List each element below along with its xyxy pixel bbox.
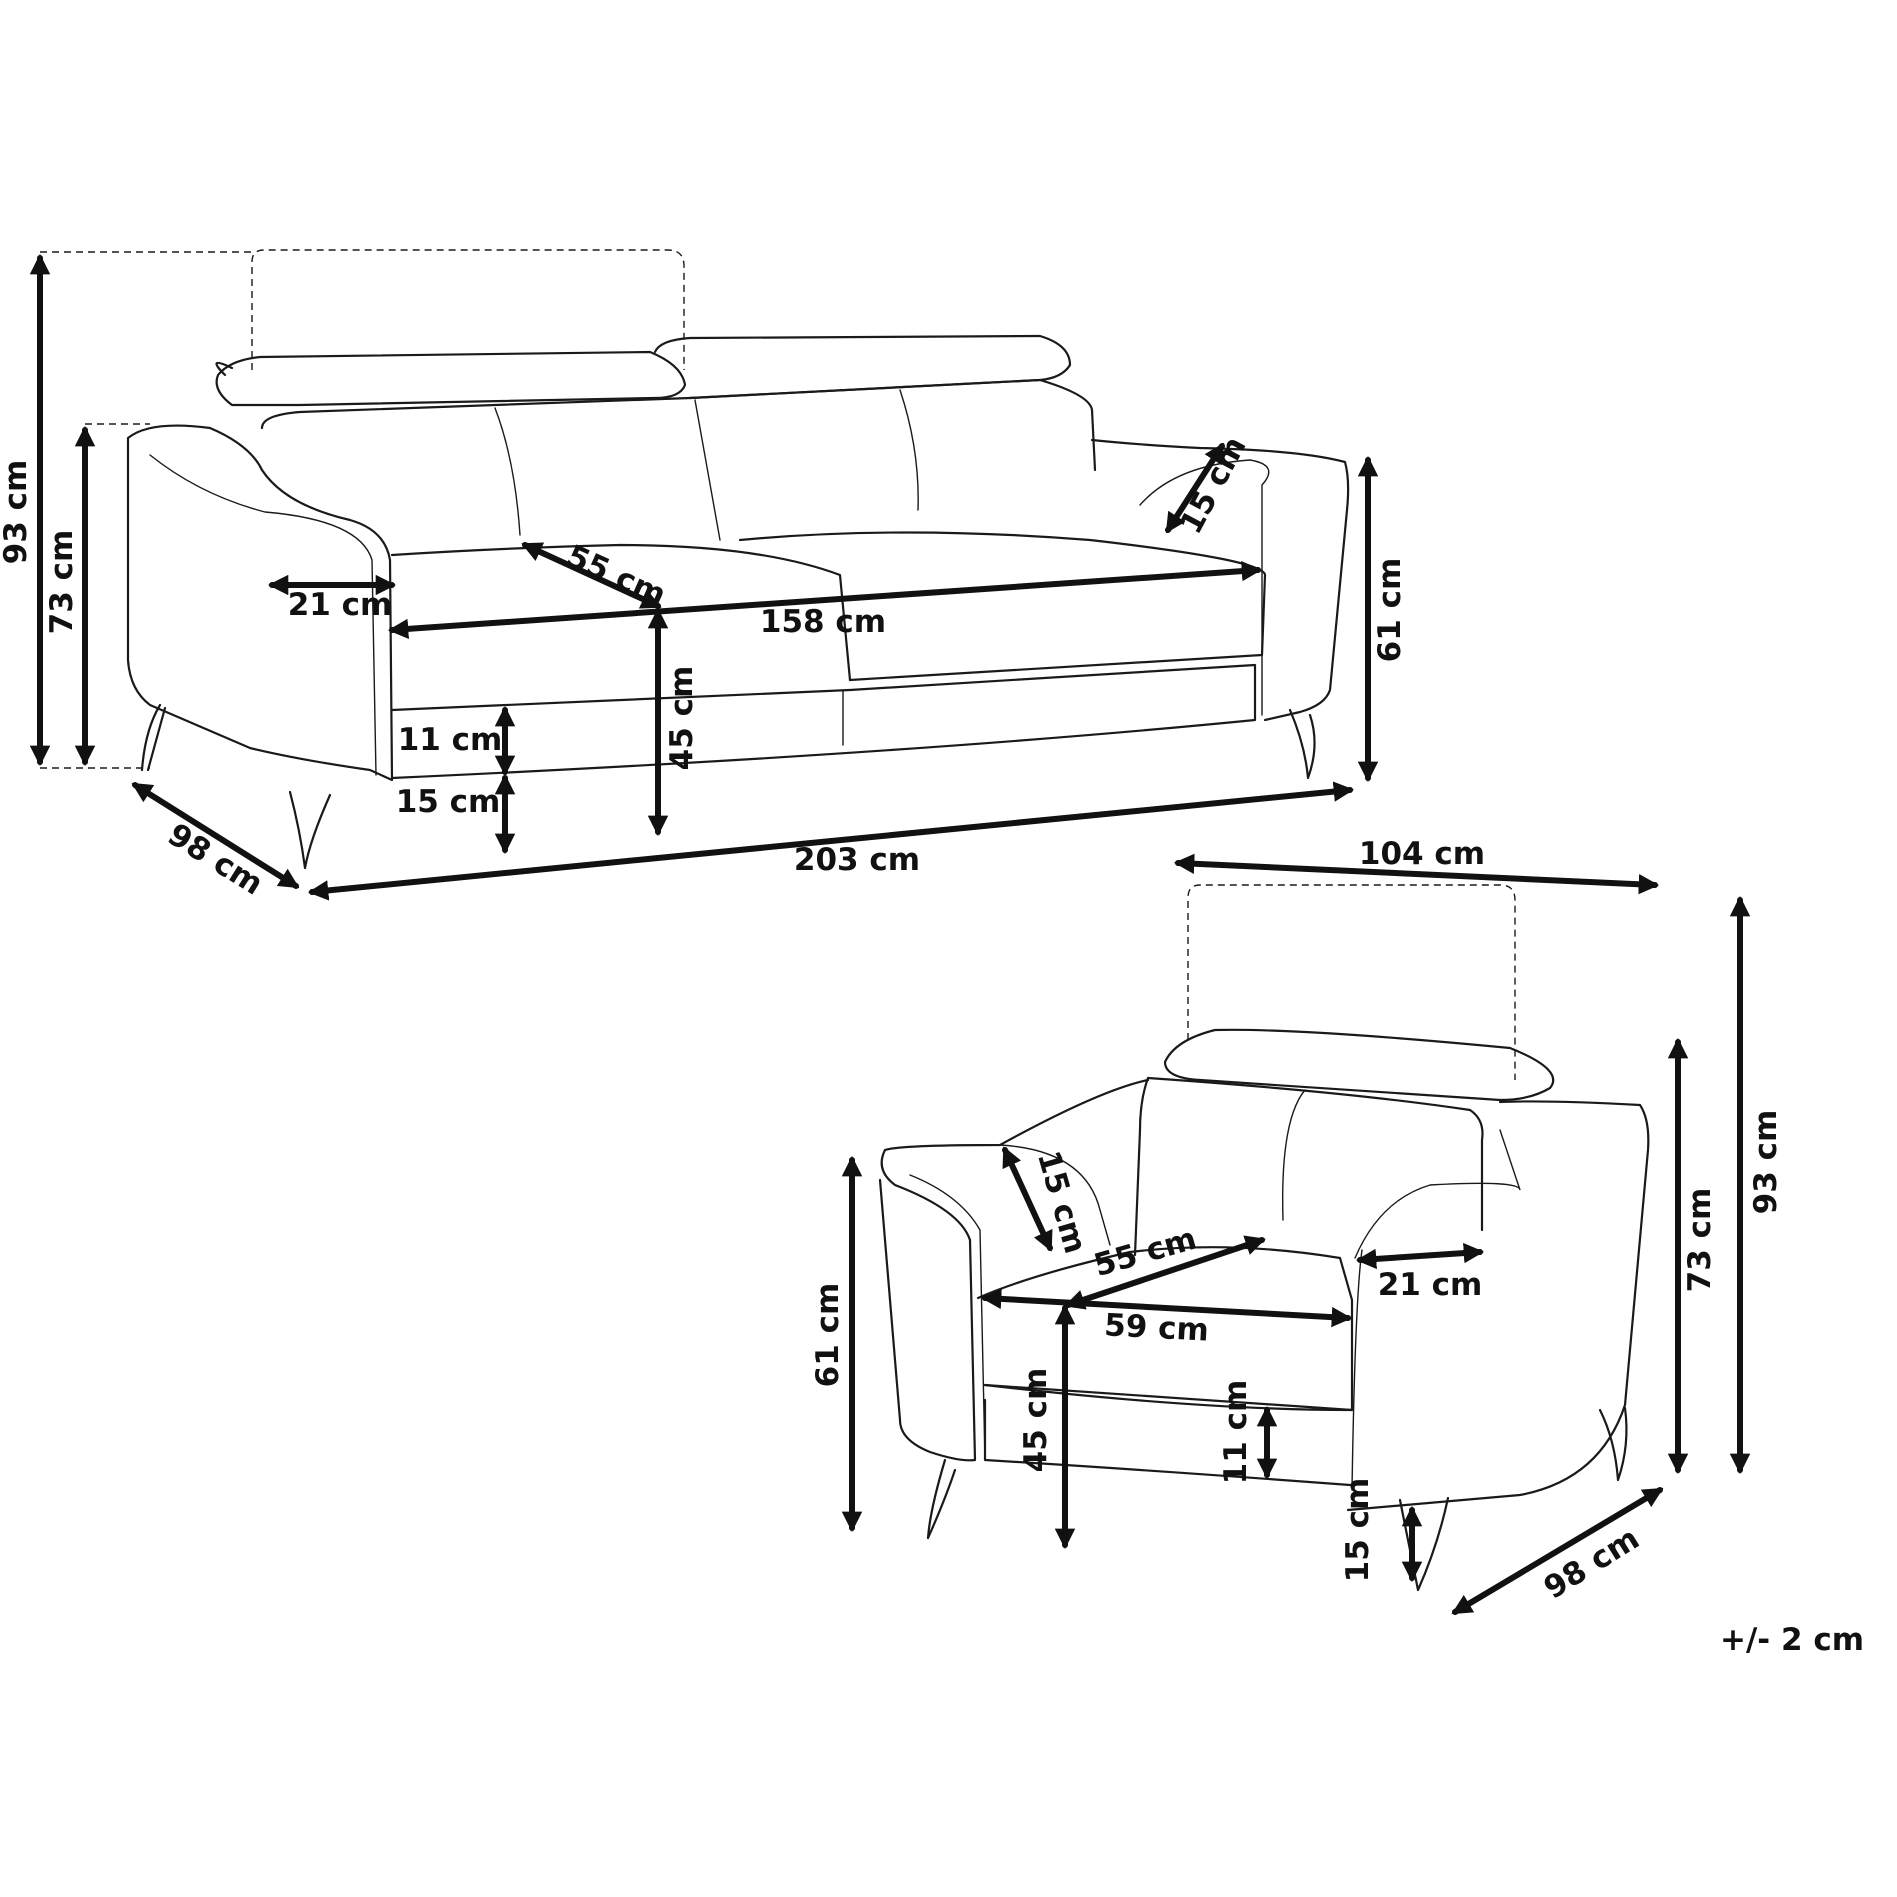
armchair-total-width-label: 104 cm — [1359, 836, 1485, 872]
sofa-leg-front-right — [1288, 708, 1316, 780]
armchair-raised-headrest-outline — [1187, 884, 1516, 1080]
tolerance-note: +/- 2 cm — [1720, 1622, 1864, 1658]
armchair-leg-front-left — [926, 1458, 957, 1540]
armchair-armrest-thickness-label: 15 cm — [1030, 1147, 1093, 1257]
armchair-labels: 104 cm 93 cm 73 cm 61 cm 15 cm 55 cm 21 … — [810, 836, 1784, 1607]
sofa-backrest — [260, 378, 1097, 472]
armchair-dimensions — [841, 853, 1751, 1615]
sofa-seat-height-label: 45 cm — [664, 666, 700, 771]
armchair-seat-width-arrow — [980, 1288, 1353, 1328]
sofa-right-arm — [1090, 438, 1350, 722]
sofa-left-arm — [126, 424, 394, 782]
armchair-armrest-width-label: 21 cm — [1378, 1267, 1483, 1303]
sofa-back-seam-2 — [694, 399, 721, 541]
sofa-seat-width-arrow — [387, 560, 1263, 640]
sofa-seat-depth-label: 55 cm — [561, 538, 671, 613]
armchair-base — [983, 1383, 1354, 1487]
sofa-leg-back-left — [140, 703, 167, 772]
armchair-right-arm-inner — [1351, 1129, 1521, 1491]
armchair-total-height-label: 93 cm — [1748, 1110, 1784, 1215]
armchair-right-arm — [1346, 1100, 1650, 1512]
sofa-armrest-thickness-arrow — [1165, 442, 1225, 534]
armchair-headrest — [1163, 1028, 1555, 1102]
sofa-seat-width-label: 158 cm — [760, 604, 886, 640]
armchair-base-height-label: 11 cm — [1218, 1380, 1254, 1485]
sofa-left-arm-inner — [149, 454, 377, 776]
sofa-total-width-arrow — [307, 781, 1355, 901]
sofa-raised-headrest-outline — [251, 249, 685, 370]
armchair-seat-width-label: 59 cm — [1103, 1307, 1209, 1348]
sofa-leg-height-label: 15 cm — [396, 784, 501, 820]
sofa-right-arm-inner — [1139, 459, 1270, 716]
armchair-armrest-width-arrow — [1355, 1242, 1485, 1270]
armchair-armrest-thickness-arrow — [1002, 1146, 1053, 1252]
armchair-backrest — [1133, 1076, 1484, 1257]
armchair-depth-arrow — [1451, 1487, 1664, 1615]
sofa-drawing — [40, 249, 1350, 870]
armchair-seat-height-label: 45 cm — [1018, 1368, 1054, 1473]
armchair-left-arm-inner — [909, 1174, 986, 1461]
armchair-seat-depth-label: 55 cm — [1090, 1221, 1200, 1284]
armchair-back-height-label: 73 cm — [1682, 1188, 1718, 1293]
sofa-leg-front-left — [288, 790, 332, 870]
sofa-back-height-label: 73 cm — [44, 530, 80, 635]
sofa-total-width-label: 203 cm — [794, 842, 920, 878]
armchair-back-seam — [1281, 1089, 1306, 1221]
armchair-total-width-arrow — [1173, 853, 1660, 895]
sofa-armrest-width-label: 21 cm — [288, 587, 393, 623]
armchair-arm-height-label: 61 cm — [810, 1283, 846, 1388]
armchair-leg-front-right — [1398, 1496, 1450, 1592]
sofa-depth-arrow — [131, 782, 300, 889]
sofa-left-headrest — [215, 350, 687, 407]
sofa-base — [390, 663, 1257, 780]
sofa-base-height-label: 11 cm — [398, 722, 503, 758]
armchair-leg-back-right — [1598, 1406, 1628, 1482]
armchair-drawing — [878, 884, 1650, 1592]
sofa-dimensions — [29, 253, 1379, 901]
sofa-arm-height-label: 61 cm — [1372, 558, 1408, 663]
sofa-back-seam-1 — [494, 407, 521, 536]
sofa-right-headrest — [653, 334, 1072, 400]
sofa-back-seam-3 — [899, 389, 919, 511]
sofa-total-height-label: 93 cm — [0, 460, 34, 565]
armchair-leg-height-label: 15 cm — [1340, 1478, 1376, 1583]
